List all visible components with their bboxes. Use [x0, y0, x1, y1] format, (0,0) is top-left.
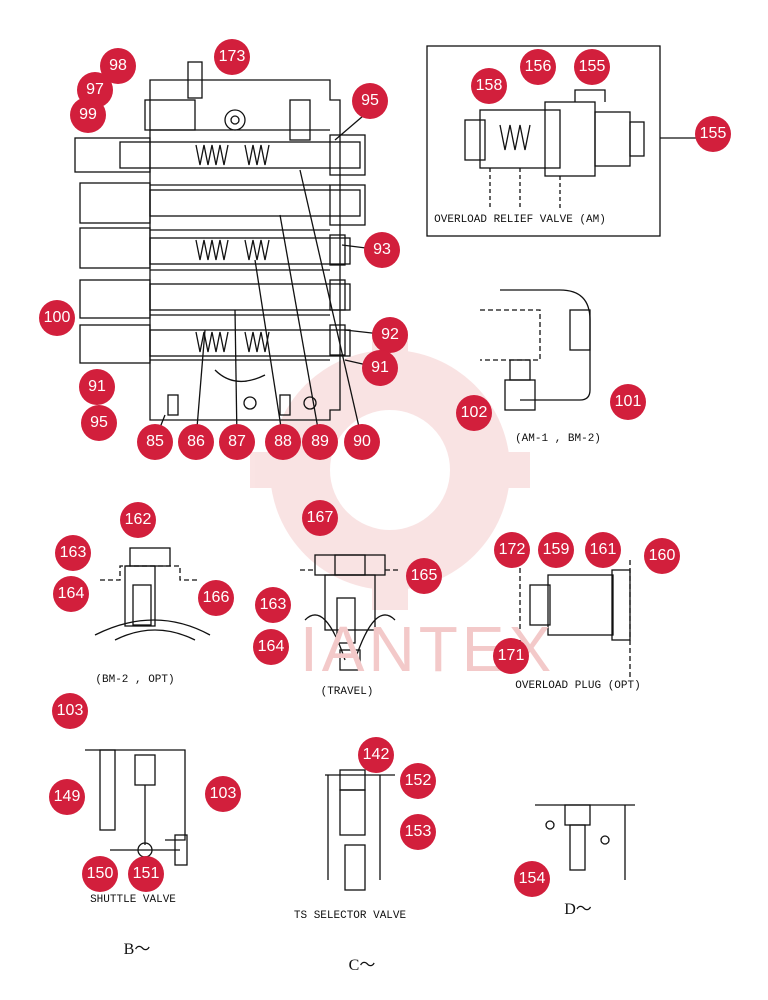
bm-opt-detail: [94, 547, 211, 641]
callout-171: 171: [493, 638, 529, 674]
callout-95-top: 95: [352, 83, 388, 119]
view-label-d: D～: [564, 901, 592, 918]
caption-bm-opt: (BM-2 , OPT): [95, 674, 175, 686]
callout-85: 85: [137, 424, 173, 460]
callout-156: 156: [520, 49, 556, 85]
callout-164-left: 164: [53, 576, 89, 612]
callout-173: 173: [214, 39, 250, 75]
callout-87: 87: [219, 424, 255, 460]
callout-142: 142: [358, 737, 394, 773]
callout-172: 172: [494, 532, 530, 568]
callout-165: 165: [406, 558, 442, 594]
callout-161: 161: [585, 532, 621, 568]
view-label-b: B～: [123, 941, 151, 958]
callout-163-mid: 163: [255, 587, 291, 623]
caption-am-bm: (AM-1 , BM-2): [515, 433, 601, 445]
overload-plug-detail: [519, 560, 631, 680]
callout-154: 154: [514, 861, 550, 897]
callout-91-left: 91: [79, 369, 115, 405]
callout-95-bottom: 95: [81, 405, 117, 441]
callout-99: 99: [70, 97, 106, 133]
callout-88: 88: [265, 424, 301, 460]
callout-167: 167: [302, 500, 338, 536]
callout-149: 149: [49, 779, 85, 815]
caption-ts-selector: TS SELECTOR VALVE: [293, 910, 407, 922]
callout-151: 151: [128, 856, 164, 892]
callout-152: 152: [400, 763, 436, 799]
callout-92: 92: [372, 317, 408, 353]
view-label-c: C～: [348, 957, 376, 974]
callout-89: 89: [302, 424, 338, 460]
callout-103-right: 103: [205, 776, 241, 812]
callout-162: 162: [120, 502, 156, 538]
callout-166: 166: [198, 580, 234, 616]
callout-90: 90: [344, 424, 380, 460]
caption-travel: (TRAVEL): [320, 686, 374, 698]
callout-103-top: 103: [52, 693, 88, 729]
d-detail: [535, 804, 635, 880]
callout-158: 158: [471, 68, 507, 104]
callout-159: 159: [538, 532, 574, 568]
caption-overload-plug: OVERLOAD PLUG (OPT): [515, 680, 641, 692]
caption-shuttle: SHUTTLE VALVE: [90, 894, 176, 906]
ts-selector-detail: [325, 769, 395, 891]
callout-101: 101: [610, 384, 646, 420]
callout-93: 93: [364, 232, 400, 268]
callout-91-right: 91: [362, 350, 398, 386]
callout-163-left: 163: [55, 535, 91, 571]
shuttle-valve-detail: [85, 749, 188, 866]
callout-150: 150: [82, 856, 118, 892]
am-bm-detail: [480, 289, 591, 411]
callout-164-mid: 164: [253, 629, 289, 665]
travel-detail: [300, 554, 400, 671]
main-valve-body: [74, 61, 391, 441]
callout-153: 153: [400, 814, 436, 850]
callout-100: 100: [39, 300, 75, 336]
callout-160: 160: [644, 538, 680, 574]
caption-overload-relief: OVERLOAD RELIEF VALVE (AM): [434, 214, 606, 226]
callout-102: 102: [456, 395, 492, 431]
callout-155-right: 155: [695, 116, 731, 152]
relief-valve-inset: [426, 45, 700, 237]
callout-86: 86: [178, 424, 214, 460]
callout-155-top: 155: [574, 49, 610, 85]
